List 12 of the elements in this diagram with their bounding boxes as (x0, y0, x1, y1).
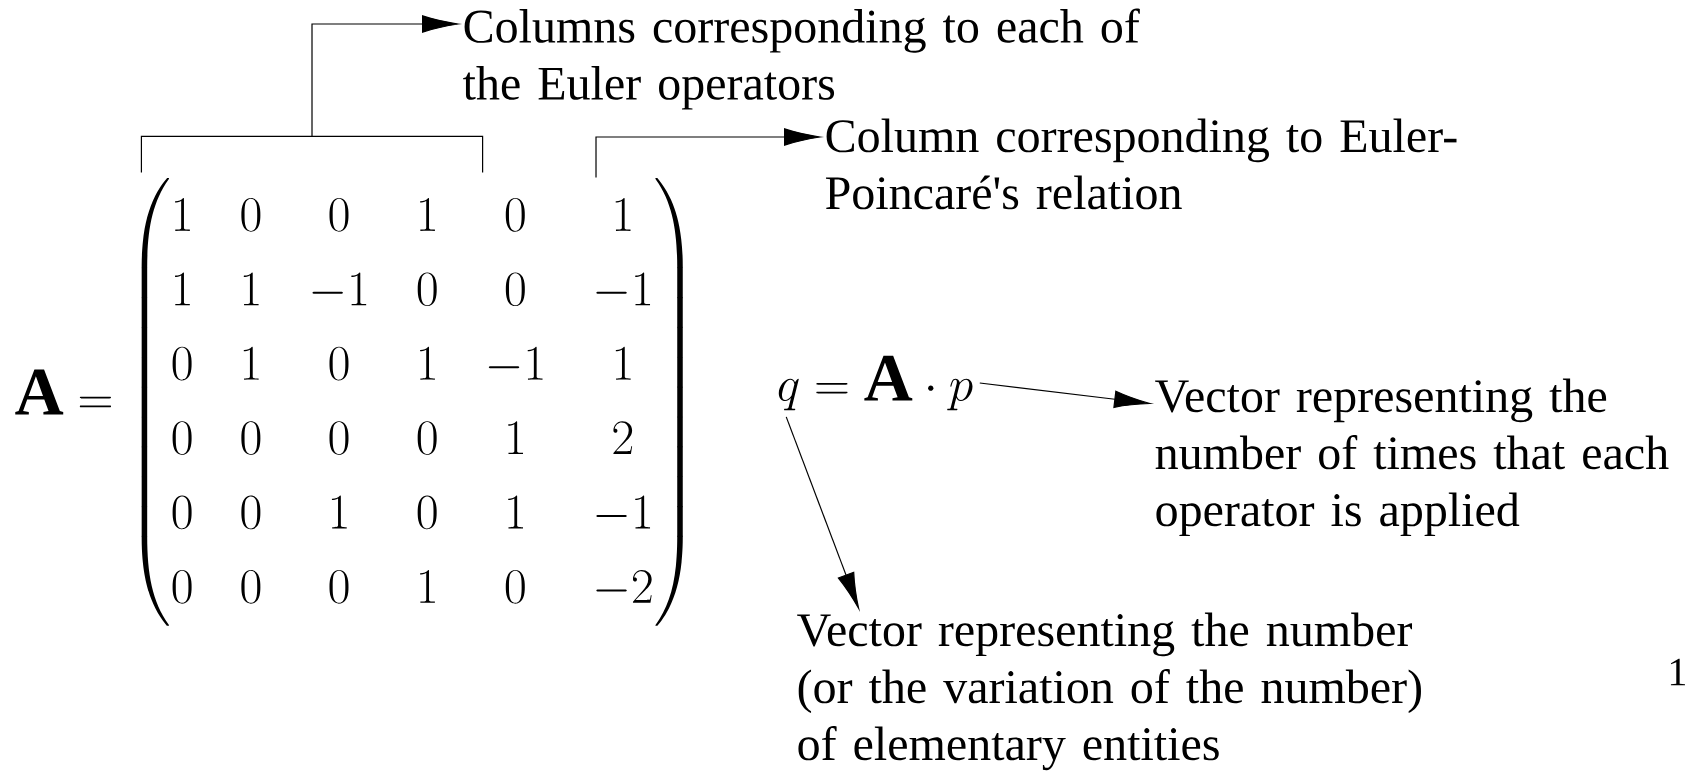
leader-arrow (311, 15, 459, 137)
annotation-text: Column corresponding to Euler-Poincaré's relation (826, 118, 1457, 210)
arrow (979, 382, 1151, 408)
bracket (140, 135, 484, 174)
annotation-text: Vector representing the number of times that each operator is applied (1155, 378, 1669, 537)
arrow (785, 416, 860, 609)
equation: $q=\mathbf{A}\cdot p$ (778, 355, 973, 411)
leader-arrow (595, 128, 821, 179)
page-number: 1 (1670, 658, 1685, 686)
annotation-text: Columns corresponding to each of the Euler operators (463, 8, 1140, 110)
annotation-text: Vector representing the number (or the variation of the number) of elementary entities (797, 612, 1421, 771)
matrix-equation: $\mathbf{A}=\begin{pmatrix}1&0&0&1&0&1\\1&1&-1&0&0&-1\\0&1&0&1&-1&1\\0&0&0&0&1&2\\0&0&1&0&1&-1\\0&0&0&1&0&-2\end{pmatrix}$ (15, 178, 683, 626)
